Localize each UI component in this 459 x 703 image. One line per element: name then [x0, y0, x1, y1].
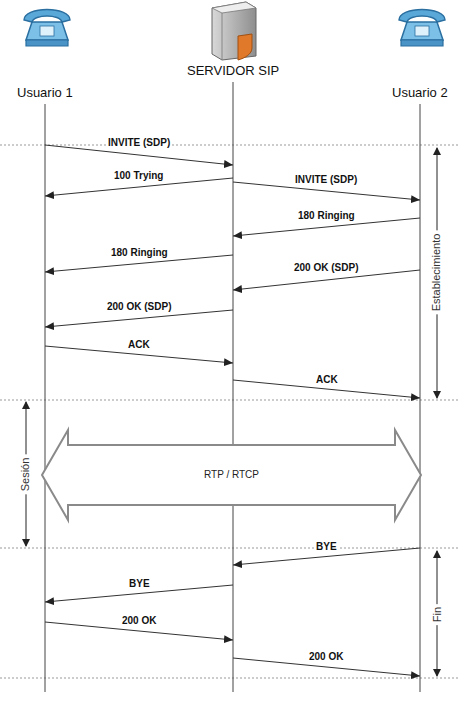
phase-separator [0, 678, 459, 679]
participant-label: SERVIDOR SIP [187, 63, 279, 79]
phone-handset [24, 10, 70, 23]
server-shield [238, 34, 252, 60]
server-top [212, 2, 256, 13]
phone-body [26, 22, 68, 40]
lifeline [233, 82, 234, 692]
phase-separator [0, 400, 459, 401]
lifeline [45, 104, 46, 692]
server-edge [222, 13, 223, 60]
phase-label: Fin [431, 604, 444, 625]
phone-body [401, 22, 443, 40]
message-label: INVITE (SDP) [106, 137, 172, 149]
phase-separator [0, 145, 459, 146]
message-label: ACK [126, 339, 152, 351]
phone-base [26, 40, 68, 46]
phone-keypad [415, 26, 429, 36]
phone-base [401, 40, 443, 46]
stream-label: RTP / RTCP [201, 468, 262, 482]
phone-icon [399, 10, 445, 47]
participant-name: Usuario 1 [17, 85, 73, 101]
server-icon [212, 2, 256, 60]
media-stream-arrow [42, 430, 421, 520]
message-label: 180 Ringing [296, 210, 357, 222]
message-label: 100 Trying [112, 170, 165, 182]
message-label: ACK [314, 374, 340, 386]
participant-name: Usuario 2 [392, 85, 448, 101]
message-label: INVITE (SDP) [293, 174, 359, 186]
phase-label: Sesión [19, 455, 32, 495]
server-body [212, 2, 256, 60]
message-label: 200 OK [120, 615, 158, 627]
participant-name: SERVIDOR SIP [187, 63, 279, 79]
phase-label: Establecimiento [430, 231, 443, 315]
message-label: 200 OK [307, 651, 345, 663]
phone-icon [24, 10, 70, 47]
phone-keypad [40, 26, 54, 36]
participant-label: Usuario 1 [17, 85, 73, 101]
message-label: BYE [127, 578, 152, 590]
phase-separator [0, 548, 459, 549]
phone-handset [399, 10, 445, 23]
participant-label: Usuario 2 [392, 85, 448, 101]
message-label: 180 Ringing [109, 247, 170, 259]
message-label: 200 OK (SDP) [292, 262, 360, 274]
message-label: BYE [314, 541, 339, 553]
message-label: 200 OK (SDP) [105, 301, 173, 313]
